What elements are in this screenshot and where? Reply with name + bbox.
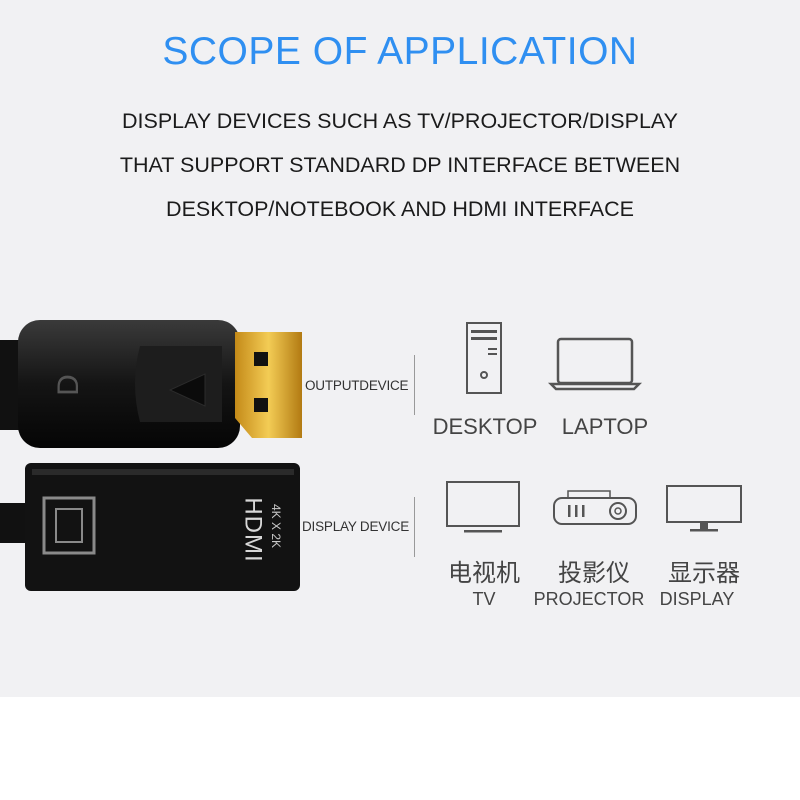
device-display-cn-label: 显示器 xyxy=(668,560,740,587)
device-desktop-label: DESKTOP xyxy=(432,414,538,439)
description-line-3: DESKTOP/NOTEBOOK AND HDMI INTERFACE xyxy=(166,197,634,221)
display-divider xyxy=(414,497,415,557)
display-device-label: DISPLAY DEVICE xyxy=(302,519,409,534)
device-laptop-label: LAPTOP xyxy=(561,414,649,439)
dp-connector-image xyxy=(0,320,302,448)
output-divider xyxy=(414,355,415,415)
monitor-icon xyxy=(666,485,742,532)
device-projector-cn-label: 投影仪 xyxy=(558,560,630,587)
description-line-2: THAT SUPPORT STANDARD DP INTERFACE BETWE… xyxy=(119,153,681,177)
tv-icon xyxy=(446,481,520,533)
device-projector-label: PROJECTOR xyxy=(533,589,645,609)
hdmi-label: HDMI xyxy=(239,497,267,563)
device-tv-label: TV xyxy=(472,589,496,609)
device-display-label: DISPLAY xyxy=(659,589,735,609)
output-device-label: OUTPUTDEVICE xyxy=(305,378,409,393)
hdmi-adapter-image xyxy=(0,463,300,591)
resolution-label: 4K X 2K xyxy=(269,503,284,549)
device-tv-cn-label: 电视机 xyxy=(448,560,520,587)
laptop-icon xyxy=(547,337,643,391)
projector-icon xyxy=(553,490,637,525)
desktop-tower-icon xyxy=(466,322,502,394)
dp-logo-text: D xyxy=(51,374,85,396)
description-line-1: DISPLAY DEVICES SUCH AS TV/PROJECTOR/DIS… xyxy=(122,109,678,133)
page-title: SCOPE OF APPLICATION xyxy=(162,30,638,73)
